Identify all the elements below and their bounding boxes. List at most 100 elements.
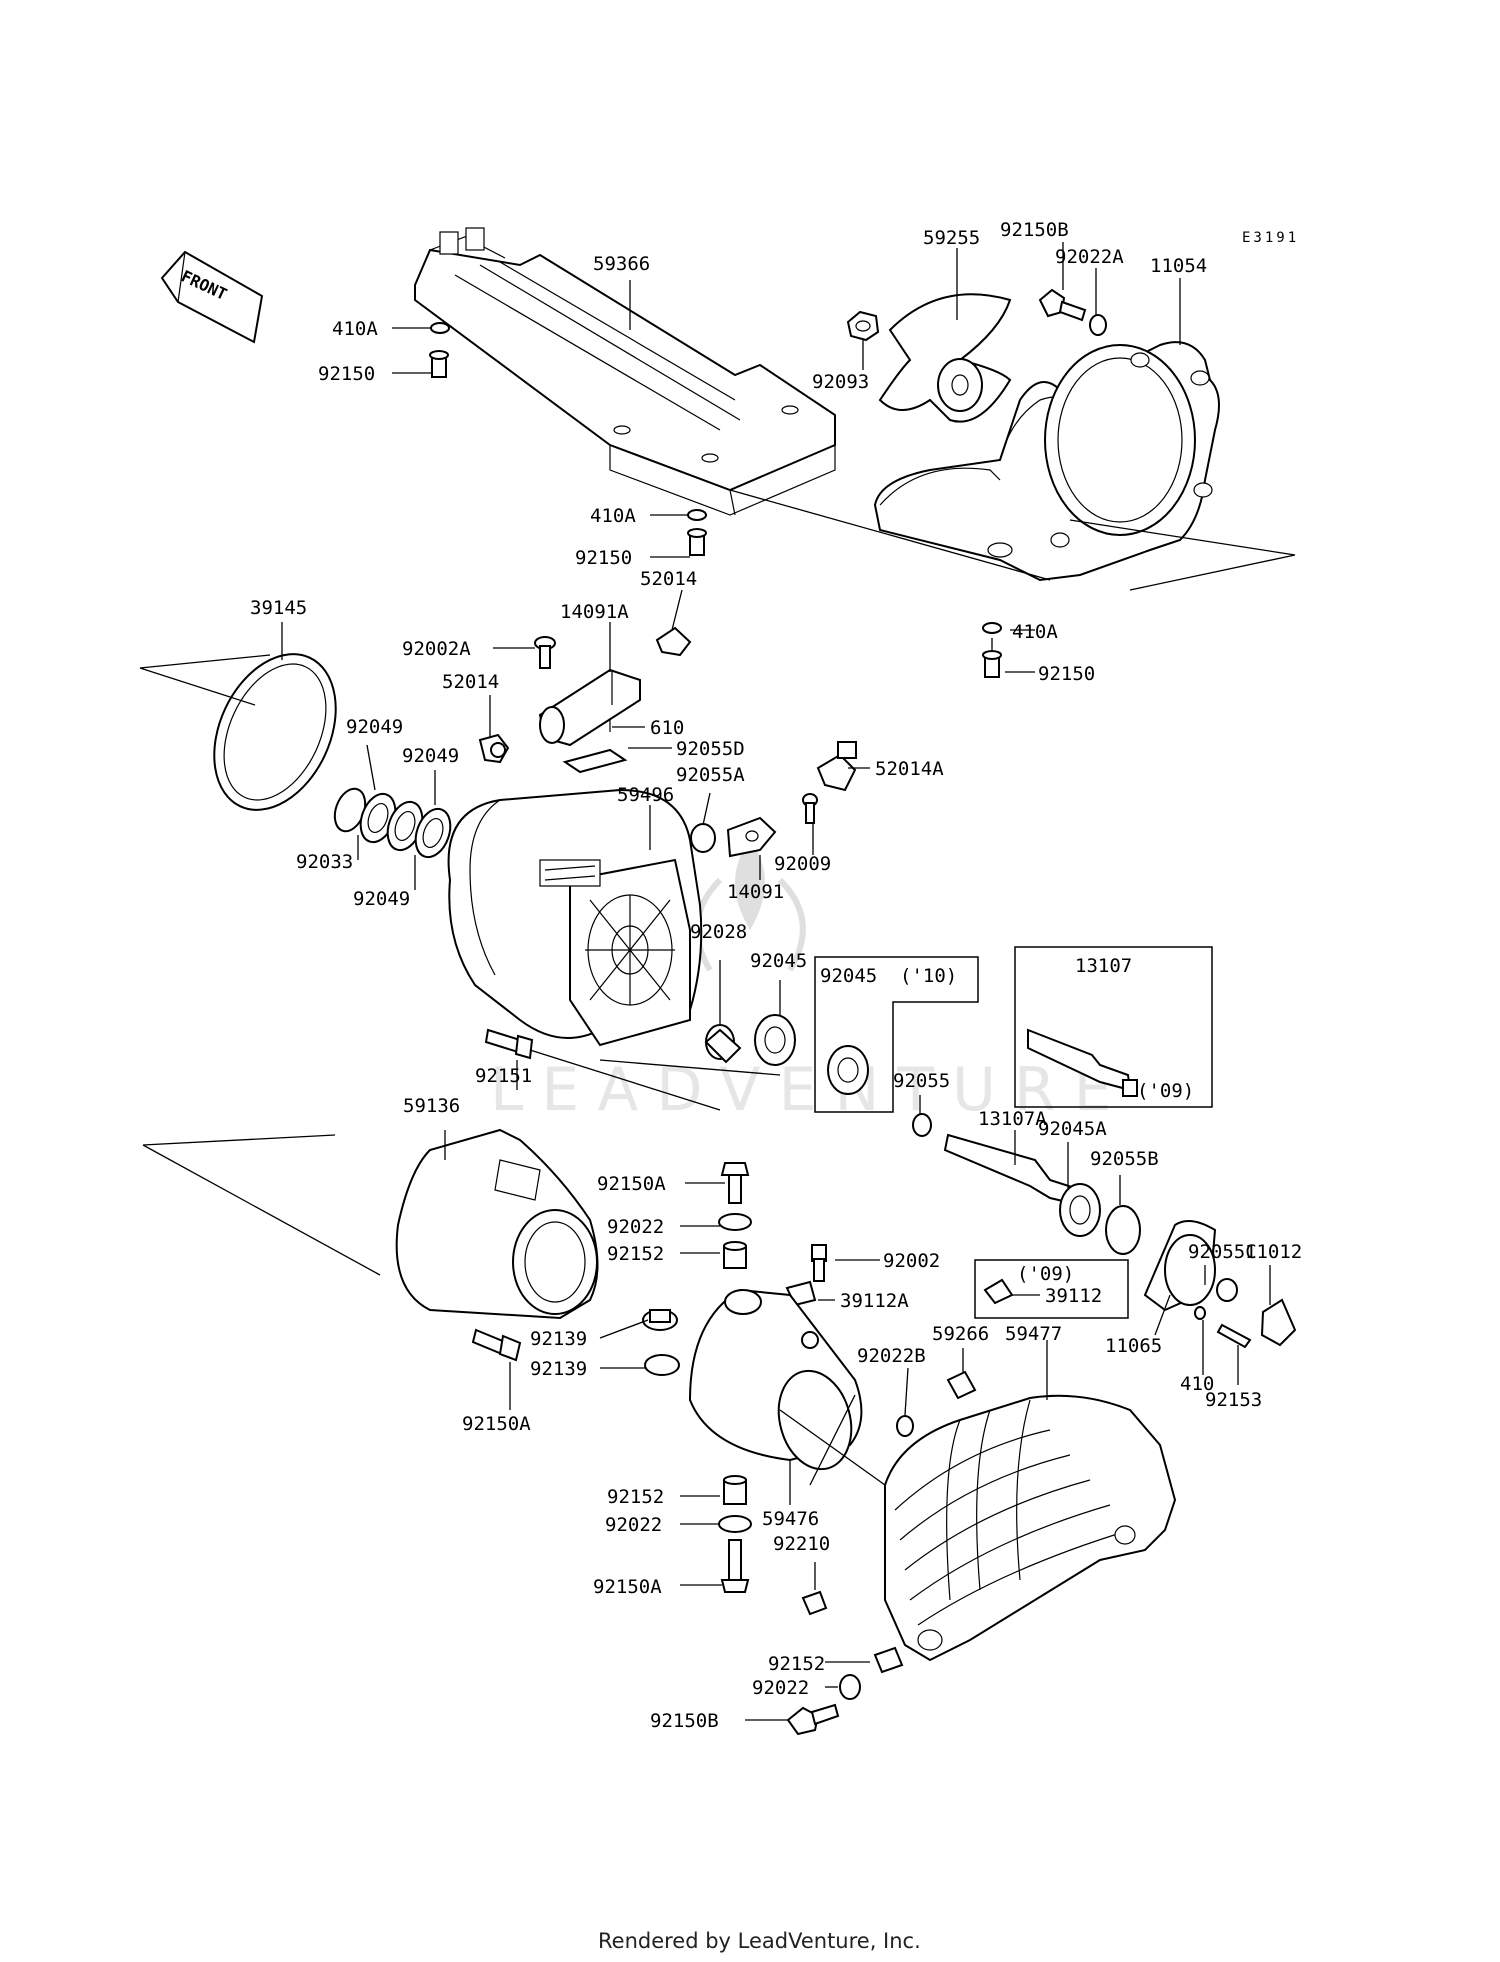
label-39112A: 39112A (840, 1290, 909, 1312)
label-92022-upper: 92022 (607, 1216, 664, 1238)
label-92152-upper: 92152 (607, 1243, 664, 1265)
bolt-92151 (484, 1028, 534, 1060)
fitting-52014-left (478, 733, 510, 764)
label-92055: 92055 (893, 1070, 950, 1092)
label-14091A: 14091A (560, 601, 629, 623)
label-92055D: 92055D (676, 738, 745, 760)
spacer-92152-upper (723, 1241, 747, 1269)
pump-case-11054-drawing (873, 341, 1220, 582)
bushing-92210 (801, 1590, 828, 1616)
bolt-92150A-left (471, 1328, 522, 1362)
label-11054: 11054 (1150, 255, 1207, 277)
label-92210: 92210 (773, 1533, 830, 1555)
washer-410A-right (982, 622, 1002, 634)
label-92028: 92028 (690, 921, 747, 943)
bolt-92150-center (687, 528, 707, 556)
label-92033: 92033 (296, 851, 353, 873)
label-59476: 59476 (762, 1508, 819, 1530)
cover-14091 (726, 816, 777, 858)
label-52014-top: 52014 (640, 568, 697, 590)
label-92150-center: 92150 (575, 547, 632, 569)
label-variant-09-clip: ('09) (1017, 1263, 1074, 1285)
cap-11012 (1260, 1298, 1297, 1347)
label-92150B-bottom: 92150B (650, 1710, 719, 1732)
ring-92055B (1105, 1205, 1141, 1255)
label-92150-left: 92150 (318, 363, 375, 385)
bushing-92028 (704, 1024, 742, 1064)
shaft-13107A-drawing (943, 1133, 1082, 1207)
variant-box-10 (814, 956, 979, 1113)
reverse-bucket-59477-drawing (884, 1394, 1177, 1662)
label-13107: 13107 (1075, 955, 1132, 977)
fitting-59266 (946, 1370, 977, 1400)
bolt-92002 (811, 1244, 827, 1282)
bracket-14091A-drawing (538, 668, 641, 747)
label-92139-lower: 92139 (530, 1358, 587, 1380)
spacer-92152-lower (723, 1475, 747, 1505)
label-variant-09-shaft: ('09) (1137, 1080, 1194, 1102)
label-92153: 92153 (1205, 1389, 1262, 1411)
label-410A-left: 410A (332, 318, 378, 340)
label-92022A: 92022A (1055, 246, 1124, 268)
ring-92055A (690, 823, 716, 853)
label-92049-bottom: 92049 (353, 888, 410, 910)
label-92152-bottom: 92152 (768, 1653, 825, 1675)
washer-92022B (896, 1415, 914, 1437)
label-92151: 92151 (475, 1065, 532, 1087)
bolt-92150B-top (1038, 288, 1087, 322)
bolt-92150-left (429, 350, 449, 378)
label-610: 610 (650, 717, 684, 739)
label-59255: 59255 (923, 227, 980, 249)
label-410: 410 (1180, 1373, 1214, 1395)
label-92150A-lower: 92150A (593, 1576, 662, 1598)
bushing-92139-a (642, 1309, 678, 1331)
label-92002: 92002 (883, 1250, 940, 1272)
nozzle-59136-drawing (395, 1128, 599, 1320)
washer-410A-left (430, 322, 450, 334)
bolt-92150-right (982, 650, 1002, 678)
label-92055A: 92055A (676, 764, 745, 786)
leader-lines (139, 242, 1296, 1721)
bearing-92045A (1059, 1183, 1101, 1237)
steering-nozzle-59476-drawing (688, 1288, 863, 1471)
label-92055B: 92055B (1090, 1148, 1159, 1170)
bolt-92150A-upper (720, 1162, 750, 1204)
label-92022-bottom: 92022 (752, 1677, 809, 1699)
part-labels: 59366 410A 92150 410A 92150 59255 92150B… (250, 219, 1302, 1732)
label-59136: 59136 (403, 1095, 460, 1117)
ring-39145-drawing (213, 653, 337, 811)
credit-text: Rendered by LeadVenture, Inc. (598, 1929, 921, 1953)
bearing-92045 (754, 1014, 796, 1066)
label-11012: 11012 (1245, 1241, 1302, 1263)
label-92152-lower: 92152 (607, 1486, 664, 1508)
label-11065: 11065 (1105, 1335, 1162, 1357)
screw-92153 (1216, 1323, 1252, 1349)
label-14091: 14091 (727, 881, 784, 903)
label-92049-mid: 92049 (402, 745, 459, 767)
label-59477: 59477 (1005, 1323, 1062, 1345)
label-92055C: 92055C (1188, 1241, 1257, 1263)
label-13107A: 13107A (978, 1108, 1047, 1130)
washer-92022-lower (718, 1515, 752, 1533)
bolt-92002A (534, 636, 556, 669)
label-92139-upper: 92139 (530, 1328, 587, 1350)
label-39112: 39112 (1045, 1285, 1102, 1307)
impeller-59255-drawing (878, 293, 1012, 423)
label-39145: 39145 (250, 597, 307, 619)
washer-92022A (1089, 314, 1107, 336)
label-52014-left: 52014 (442, 671, 499, 693)
bolt-92150A-lower (720, 1539, 750, 1593)
variant-box-09-shaft (1014, 946, 1213, 1108)
pump-body-59496-drawing (447, 788, 703, 1047)
label-52014A: 52014A (875, 758, 944, 780)
ring-92055C (1216, 1278, 1238, 1302)
washer-410 (1194, 1306, 1206, 1320)
label-92150A-upper: 92150A (597, 1173, 666, 1195)
label-92022-lower: 92022 (605, 1514, 662, 1536)
label-410A-right: 410A (1012, 621, 1058, 643)
fitting-52014A (816, 741, 857, 792)
label-59266: 59266 (932, 1323, 989, 1345)
plate-59366-drawing (414, 227, 836, 516)
label-92093: 92093 (812, 371, 869, 393)
